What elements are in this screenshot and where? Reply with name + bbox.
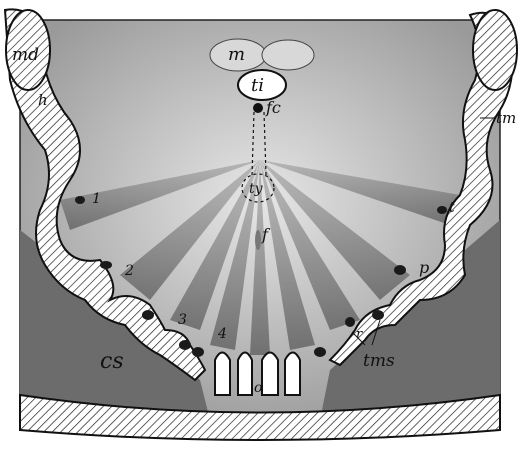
- label-tm: tm: [496, 109, 516, 127]
- m-structure-right: [262, 40, 314, 70]
- label-ty: ty: [249, 181, 264, 197]
- label-r: r: [356, 327, 363, 342]
- label-t: t: [449, 200, 455, 216]
- label-4: 4: [217, 326, 227, 342]
- label-2: 2: [124, 263, 134, 279]
- label-o: o: [254, 380, 262, 396]
- label-p: p: [419, 258, 429, 277]
- label-h: h: [38, 91, 48, 109]
- label-cs: cs: [100, 349, 124, 374]
- label-ti: ti: [251, 75, 264, 96]
- label-1: 1: [92, 191, 101, 207]
- label-tms: tms: [363, 351, 395, 371]
- label-fc: fc: [265, 98, 281, 117]
- label-m: m: [228, 44, 245, 65]
- fc-dot: [253, 103, 263, 113]
- label-3: 3: [178, 312, 187, 328]
- right-top-curl: [473, 10, 517, 90]
- label-md: md: [12, 45, 39, 65]
- f-mark: [255, 230, 261, 250]
